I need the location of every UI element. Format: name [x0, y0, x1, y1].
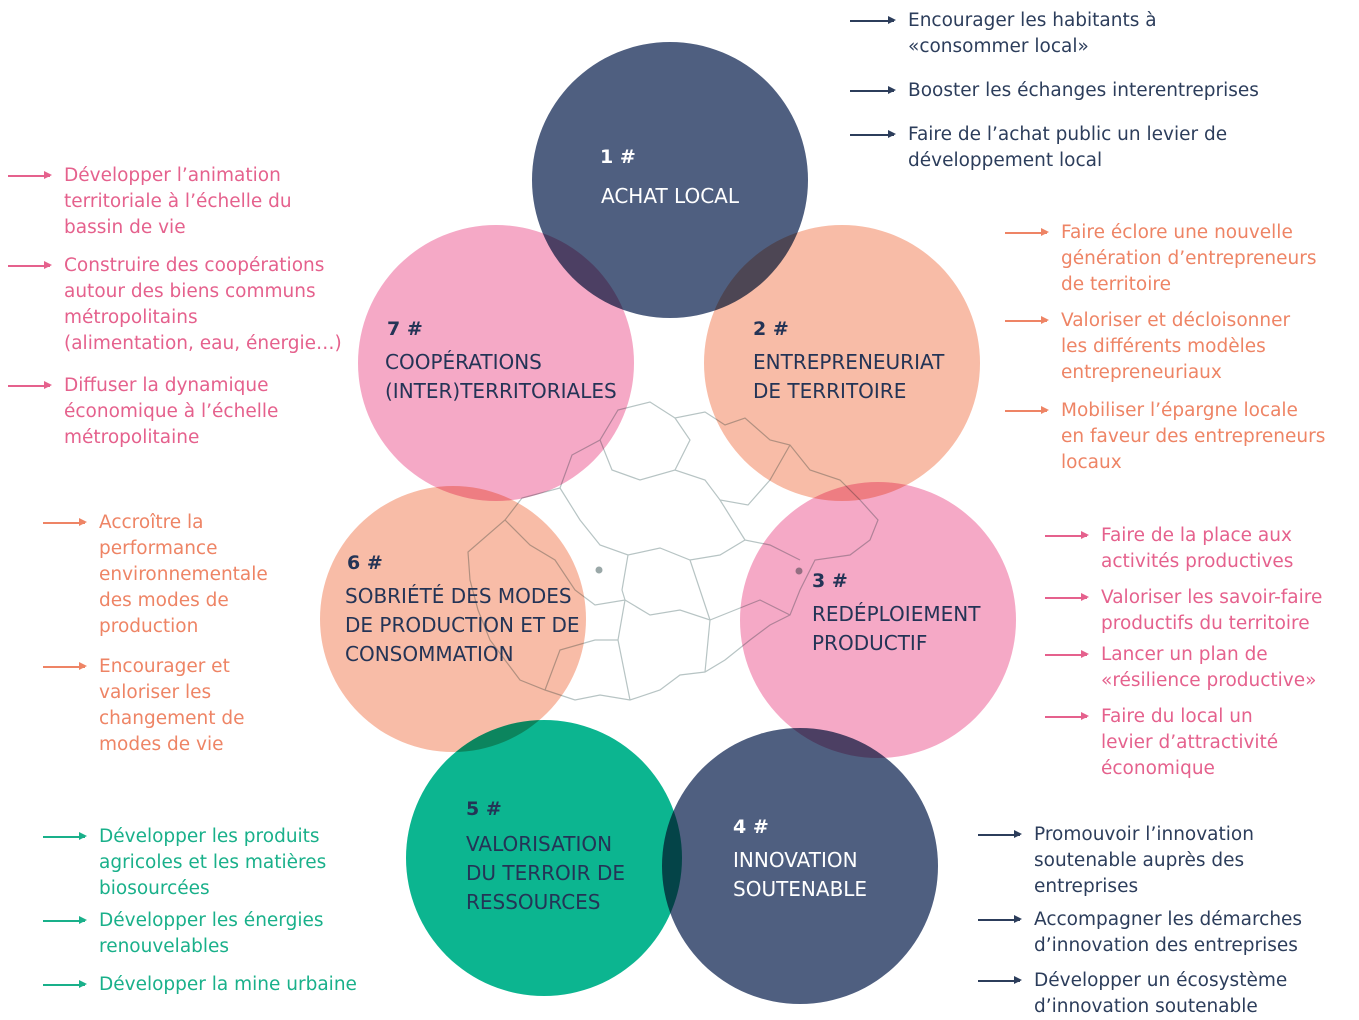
- arrow-right-icon: [8, 382, 52, 388]
- list-item-text: Encourager et valoriser les changement d…: [99, 656, 245, 755]
- circle-6: [320, 486, 586, 752]
- list-item-text: Faire de la place aux activités producti…: [1101, 525, 1294, 572]
- list-item: Booster les échanges interentreprises: [850, 78, 1259, 104]
- circle-number: 1 #: [600, 146, 636, 168]
- arrow-right-icon: [1045, 532, 1089, 538]
- list-item-text: Diffuser la dynamique économique à l’éch…: [64, 375, 279, 448]
- list-item: Encourager et valoriser les changement d…: [43, 654, 244, 758]
- circle-title: ENTREPRENEURIAT DE TERRITOIRE: [753, 350, 945, 403]
- circle-number: 5 #: [466, 798, 502, 820]
- circle-5: [406, 720, 682, 996]
- map-marker: [595, 566, 603, 574]
- list-item-text: Faire éclore une nouvelle génération d’e…: [1061, 222, 1317, 295]
- arrow-right-icon: [1005, 317, 1049, 323]
- list-item-text: Accompagner les démarches d’innovation d…: [1034, 909, 1303, 956]
- arrow-right-icon: [850, 87, 896, 93]
- circle-number: 3 #: [812, 570, 848, 592]
- circle-4: [662, 728, 938, 1004]
- arrow-right-icon: [1045, 713, 1089, 719]
- circle-title: SOBRIÉTÉ DES MODES DE PRODUCTION ET DE C…: [345, 584, 580, 666]
- list-item: Faire de l’achat public un levier de dév…: [850, 122, 1227, 174]
- arrow-right-icon: [1045, 651, 1089, 657]
- arrow-right-icon: [43, 981, 87, 987]
- circle-7: [358, 225, 634, 501]
- map-inner-border: [559, 487, 801, 561]
- list-item: Développer un écosystème d’innovation so…: [978, 968, 1287, 1020]
- list-item: Lancer un plan de «résilience productive…: [1045, 642, 1316, 694]
- arrow-right-icon: [1045, 594, 1089, 600]
- map-inner-border: [689, 559, 711, 673]
- list-item-text: Promouvoir l’innovation soutenable auprè…: [1034, 824, 1254, 897]
- list-item-text: Développer la mine urbaine: [99, 974, 357, 995]
- circle-title: VALORISATION DU TERROIR DE RESSOURCES: [466, 832, 625, 914]
- map-inner-border: [674, 417, 691, 471]
- list-item-text: Accroître la performance environnemental…: [99, 512, 268, 637]
- arrow-right-icon: [8, 172, 52, 178]
- list-item: Valoriser les savoir-faire productifs du…: [1045, 585, 1322, 637]
- list-item-text: Valoriser et décloisonner les différents…: [1061, 310, 1291, 383]
- list-item: Valoriser et décloisonner les différents…: [1005, 308, 1290, 386]
- circle-2: [704, 225, 980, 501]
- list-item: Développer la mine urbaine: [43, 972, 357, 998]
- list-item-text: Valoriser les savoir-faire productifs du…: [1101, 587, 1323, 634]
- circle-title: INNOVATION SOUTENABLE: [733, 848, 868, 901]
- list-item-text: Faire de l’achat public un levier de dév…: [908, 124, 1228, 171]
- map-inner-border: [599, 439, 791, 506]
- arrow-right-icon: [978, 916, 1022, 922]
- list-item-text: Lancer un plan de «résilience productive…: [1101, 644, 1317, 691]
- arrow-right-icon: [8, 262, 52, 268]
- list-item: Faire éclore une nouvelle génération d’e…: [1005, 220, 1316, 298]
- list-item-text: Développer les produits agricoles et les…: [99, 826, 327, 899]
- circle-title: COOPÉRATIONS (INTER)TERRITORIALES: [385, 350, 617, 403]
- list-item: Promouvoir l’innovation soutenable auprè…: [978, 822, 1254, 900]
- circle-title: ACHAT LOCAL: [601, 184, 739, 208]
- list-item: Faire du local un levier d’attractivité …: [1045, 704, 1278, 782]
- circle-number: 6 #: [347, 552, 383, 574]
- arrow-right-icon: [43, 519, 87, 525]
- list-item: Construire des coopérations autour des b…: [8, 253, 342, 357]
- list-item: Accroître la performance environnemental…: [43, 510, 268, 640]
- list-item-text: Développer l’animation territoriale à l’…: [64, 165, 292, 238]
- list-item-text: Développer un écosystème d’innovation so…: [1034, 970, 1288, 1017]
- arrow-right-icon: [978, 977, 1022, 983]
- list-item: Diffuser la dynamique économique à l’éch…: [8, 373, 278, 451]
- arrow-right-icon: [1005, 407, 1049, 413]
- list-item: Accompagner les démarches d’innovation d…: [978, 907, 1302, 959]
- list-item-text: Mobiliser l’épargne locale en faveur des…: [1061, 400, 1326, 473]
- arrow-right-icon: [978, 831, 1022, 837]
- list-item: Faire de la place aux activités producti…: [1045, 523, 1293, 575]
- circle-title: REDÉPLOIEMENT PRODUCTIF: [812, 602, 981, 655]
- arrow-right-icon: [1005, 229, 1049, 235]
- circle-3: [740, 482, 1016, 758]
- circle-number: 7 #: [387, 318, 423, 340]
- circle-number: 4 #: [733, 816, 769, 838]
- list-item: Mobiliser l’épargne locale en faveur des…: [1005, 398, 1325, 476]
- list-item-text: Booster les échanges interentreprises: [908, 80, 1259, 101]
- circle-number: 2 #: [753, 318, 789, 340]
- arrow-right-icon: [43, 833, 87, 839]
- arrow-right-icon: [850, 131, 896, 137]
- arrow-right-icon: [43, 663, 87, 669]
- list-item-text: Construire des coopérations autour des b…: [64, 255, 342, 354]
- map-inner-border: [617, 554, 631, 701]
- arrow-right-icon: [850, 17, 896, 23]
- arrow-right-icon: [43, 917, 87, 923]
- list-item: Développer les produits agricoles et les…: [43, 824, 326, 902]
- list-item-text: Développer les énergies renouvelables: [99, 910, 324, 957]
- map-inner-border: [719, 499, 746, 541]
- list-item: Développer l’animation territoriale à l’…: [8, 163, 292, 241]
- list-item: Développer les énergies renouvelables: [43, 908, 323, 960]
- list-item-text: Faire du local un levier d’attractivité …: [1101, 706, 1279, 779]
- list-item-text: Encourager les habitants à «consommer lo…: [908, 10, 1157, 57]
- list-item: Encourager les habitants à «consommer lo…: [850, 8, 1157, 60]
